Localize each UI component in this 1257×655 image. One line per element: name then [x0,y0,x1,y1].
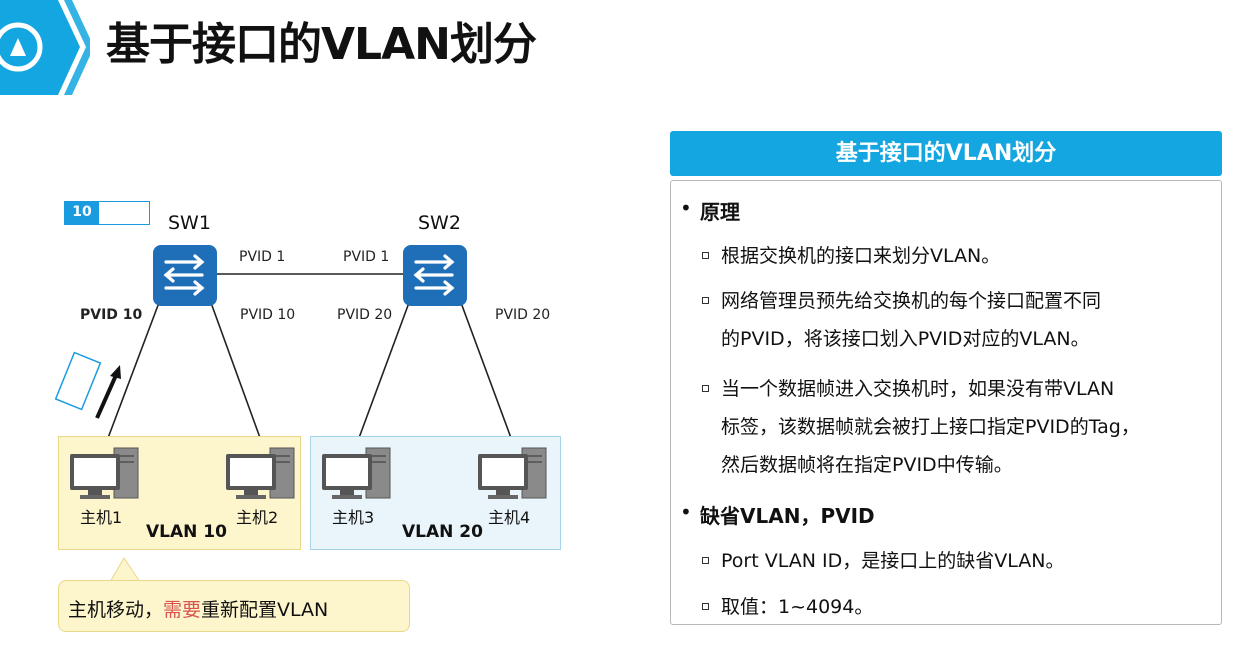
link-sw2-host3 [355,299,411,447]
vlan-tag-value: 10 [65,202,99,224]
page-title: 基于接口的VLAN划分 [106,19,537,70]
section-heading-default-vlan: 缺省VLAN，PVID [700,504,875,528]
bullet-dot: • [680,500,692,524]
switch-sw1-icon [153,245,217,306]
principle-item-3-line3: 然后数据帧将在指定PVID中传输。 [721,454,1013,476]
panel-body [670,180,1222,625]
logo-icon [0,0,90,95]
square-bullet-icon [702,385,709,392]
principle-item-1: 根据交换机的接口来划分VLAN。 [721,245,1001,267]
pvid-label-sw1-right: PVID 10 [240,307,296,323]
pvid-label-sw1-trunk: PVID 1 [239,249,286,265]
switch-sw2-icon [403,245,467,306]
vlan20-label: VLAN 20 [402,522,483,542]
principle-item-2-line1: 网络管理员预先给交换机的每个接口配置不同 [721,290,1102,312]
link-sw1-host1 [104,299,161,447]
pvid-label-sw2-left: PVID 20 [337,307,393,323]
arrow-up-icon [95,365,121,419]
vlan10-label: VLAN 10 [146,522,227,542]
sw1-label: SW1 [168,212,211,234]
host4-label: 主机4 [488,508,531,527]
pvid-label-sw1-left: PVID 10 [80,307,143,323]
host2-pc-icon [226,447,295,499]
sw2-label: SW2 [418,212,461,234]
vlan-tag-box: 10 [64,201,150,225]
principle-item-3-line2: 标签，该数据帧就会被打上接口指定PVID的Tag， [721,416,1140,438]
callout-box [58,580,410,632]
link-sw2-host4 [459,299,515,447]
callout-highlight: 需要 [163,599,202,621]
square-bullet-icon [702,297,709,304]
host3-label: 主机3 [332,508,375,527]
host2-label: 主机2 [236,508,279,527]
bullet-dot: • [680,196,692,220]
square-bullet-icon [702,252,709,259]
principle-item-2-line2: 的PVID，将该接口划入PVID对应的VLAN。 [721,328,1090,350]
callout-text: 主机移动，需要重新配置VLAN [68,595,328,622]
default-vlan-item-1: Port VLAN ID，是接口上的缺省VLAN。 [721,550,1065,572]
frame-icon [54,351,102,411]
pvid-label-sw2-right: PVID 20 [495,307,551,323]
principle-item-3-line1: 当一个数据帧进入交换机时，如果没有带VLAN [721,378,1115,400]
link-sw1-host2 [209,299,264,447]
network-diagram [54,273,515,447]
callout-suffix: 重新配置VLAN [201,599,329,621]
square-bullet-icon [702,557,709,564]
host3-pc-icon [322,447,391,499]
callout-prefix: 主机移动， [68,599,164,621]
square-bullet-icon [702,603,709,610]
host4-pc-icon [478,447,547,499]
pvid-label-sw2-trunk: PVID 1 [343,249,390,265]
panel-title: 基于接口的VLAN划分 [670,131,1222,176]
section-heading-principle: 原理 [700,200,740,224]
host1-label: 主机1 [80,508,123,527]
callout-pointer [109,557,141,582]
default-vlan-item-2: 取值：1~4094。 [721,596,874,618]
host1-pc-icon [70,447,139,499]
